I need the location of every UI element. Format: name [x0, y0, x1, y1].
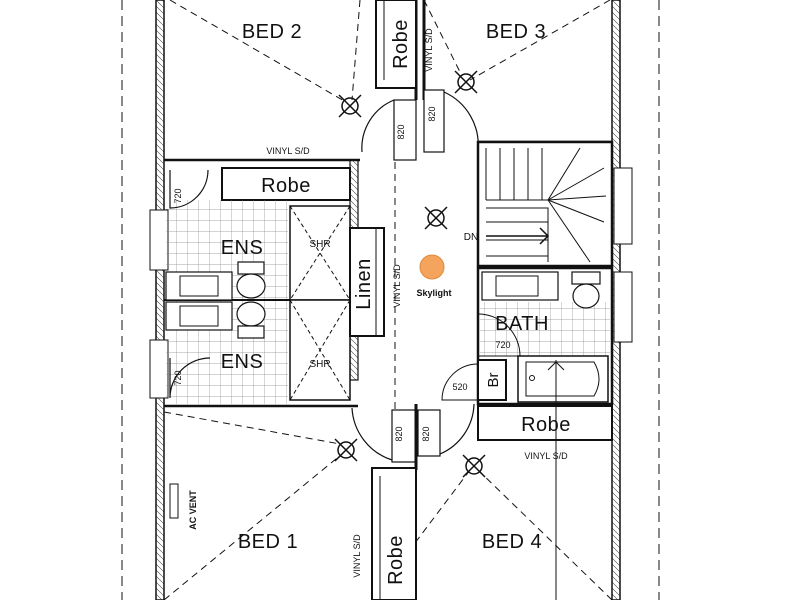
vanity-lower	[165, 301, 233, 331]
ens-lower-label: ENS	[221, 351, 264, 373]
windows	[149, 167, 633, 399]
vanity-upper-basin	[179, 275, 219, 297]
skylight-label: Skylight	[416, 288, 451, 298]
robe-bottom	[371, 467, 417, 600]
br-label: Br	[485, 372, 502, 387]
linen-label: Linen	[353, 258, 375, 309]
toilet-bath	[571, 271, 601, 309]
robe-bottom-label: Robe	[385, 535, 407, 585]
vinyl-sd-lower-right: VINYL S/D	[524, 451, 568, 461]
br-cupboard	[477, 359, 507, 401]
bath-basin	[495, 275, 539, 297]
ac-vent-box	[169, 483, 179, 519]
door-720-a: 720	[173, 188, 183, 203]
shr-upper-label: SHR	[309, 239, 330, 250]
door-bed2	[361, 99, 417, 161]
door-520: 520	[452, 382, 467, 392]
vanity-lower-basin	[179, 305, 219, 327]
door-br	[441, 363, 479, 401]
door-ens-upper	[169, 169, 209, 209]
bed2-label: BED 2	[242, 21, 302, 43]
robe-right-lower	[477, 405, 613, 441]
door-bed1	[351, 407, 417, 463]
robe-right-lower-label: Robe	[521, 414, 571, 436]
bath-vanity	[481, 271, 559, 301]
door-820-a: 820	[396, 124, 406, 139]
bed4-arrow	[547, 361, 565, 600]
door-720-b: 720	[173, 370, 183, 385]
door-bath	[477, 313, 521, 357]
vinyl-sd-bottom: VINYL S/D	[352, 534, 362, 578]
bath-room	[476, 266, 614, 406]
vinyl-sd-top-right: VINYL S/D	[424, 28, 434, 72]
stair-treads	[485, 147, 607, 263]
door-bed4	[417, 403, 475, 457]
skylight-marker	[419, 254, 445, 280]
stair-well	[476, 140, 614, 268]
door-820-d: 820	[421, 426, 431, 441]
door-ens-lower	[169, 357, 211, 399]
toilet-ens-lower	[236, 301, 266, 339]
linen-cupboard	[349, 227, 385, 337]
shower-upper-cross	[289, 205, 351, 301]
ens-upper-label: ENS	[221, 237, 264, 259]
door-820-c: 820	[394, 426, 404, 441]
bathtub	[517, 355, 609, 403]
door-820-b: 820	[427, 106, 437, 121]
shower-lower-cross	[289, 299, 351, 401]
bed3-label: BED 3	[486, 21, 546, 43]
bed1-label: BED 1	[238, 531, 298, 553]
door-720-c: 720	[495, 340, 510, 350]
vanity-upper	[165, 271, 233, 301]
bed4-label: BED 4	[482, 531, 542, 553]
bath-label: BATH	[495, 313, 549, 335]
dn-label: DN	[464, 232, 478, 243]
bathtub-drain	[529, 375, 535, 381]
robe-mid-left-label: Robe	[261, 175, 311, 197]
robe-top-label: Robe	[390, 19, 412, 69]
bathtub-inner	[525, 361, 600, 397]
toilet-ens-upper	[236, 261, 266, 299]
shr-lower-label: SHR	[309, 359, 330, 370]
robe-top	[375, 0, 417, 89]
ac-vent-label: AC VENT	[188, 490, 198, 530]
vinyl-sd-linen: VINYL S/D	[392, 264, 402, 308]
wall-left	[155, 0, 165, 600]
stair-arrow	[486, 227, 550, 245]
bath-tile-floor	[480, 302, 610, 356]
vinyl-sd-top-left: VINYL S/D	[266, 146, 310, 156]
